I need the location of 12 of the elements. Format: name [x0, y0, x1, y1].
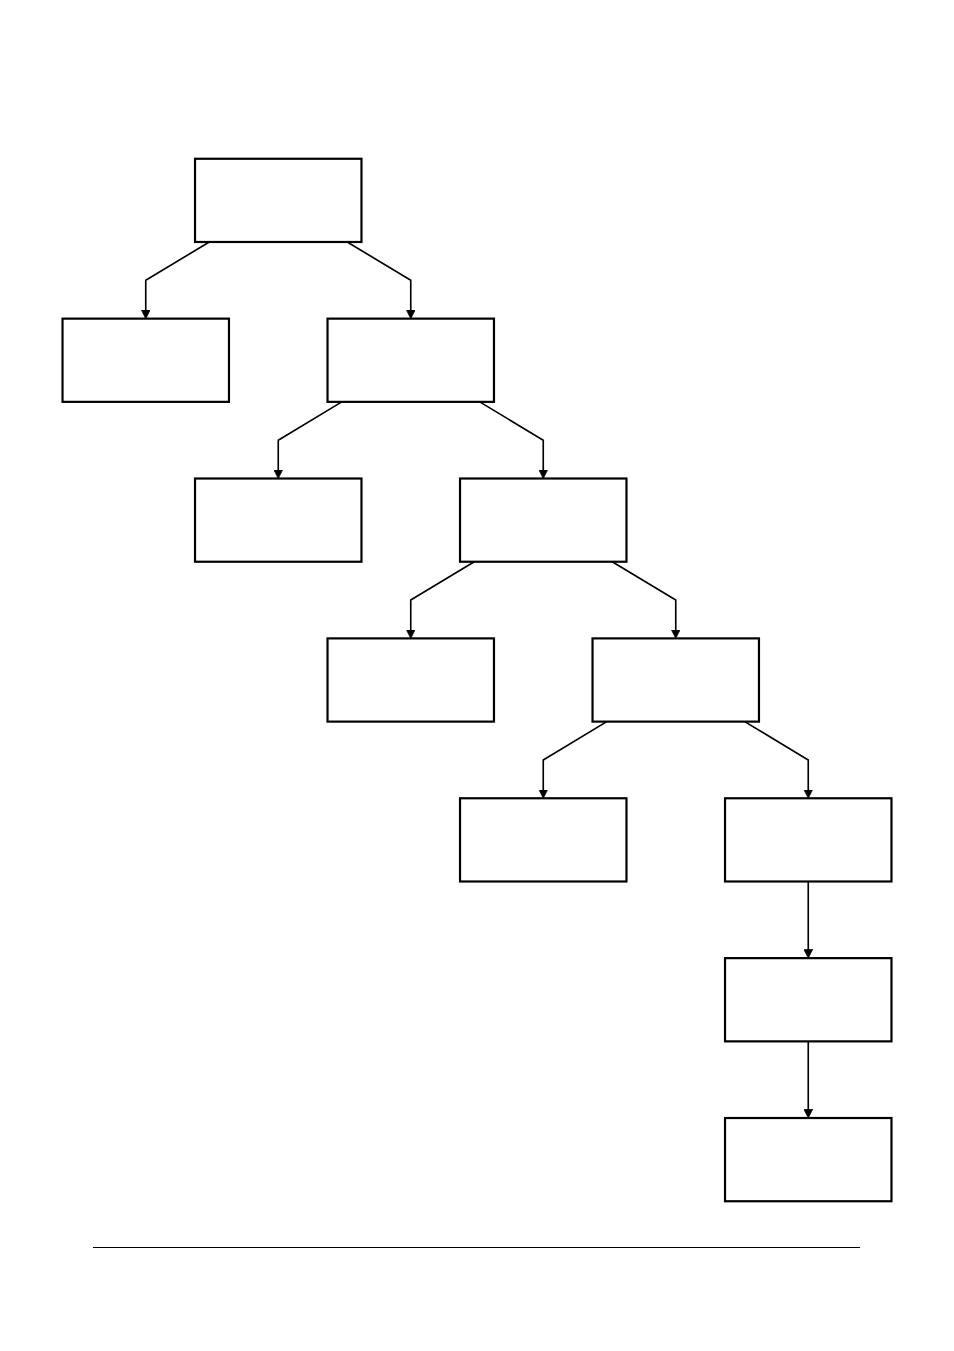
node-box	[326, 317, 496, 403]
node-box	[723, 1116, 893, 1203]
node-box	[591, 637, 761, 723]
arrow	[273, 401, 343, 479]
node-box	[193, 157, 363, 244]
node-box	[458, 477, 628, 563]
node-box	[193, 477, 363, 563]
node-box	[723, 797, 893, 883]
node-box	[723, 957, 893, 1043]
node-box	[458, 797, 628, 883]
node-box	[326, 637, 496, 723]
node-box	[61, 317, 231, 403]
